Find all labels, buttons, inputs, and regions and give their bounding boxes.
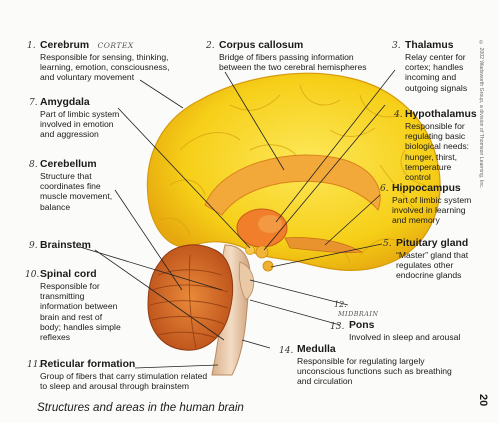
hypothalamus-title: Hypothalamus	[405, 109, 477, 120]
cerebellum-title: Cerebellum	[40, 159, 97, 170]
corpus-callosum-number: 2.	[206, 41, 215, 51]
cerebellum-label: Cerebellum Structure that coordinates fi…	[40, 159, 135, 212]
cerebellum-desc-3: muscle movement,	[40, 191, 112, 201]
cerebrum-annotation: CORTEX	[97, 41, 133, 50]
pituitary-desc-1: “Master” gland that	[396, 250, 468, 260]
amygdala-desc-3: and aggression	[40, 129, 99, 139]
pituitary-desc-2: regulates other	[396, 260, 453, 270]
reticular-label: Reticular formation Group of fibers that…	[40, 359, 240, 391]
pons-label: Pons Involved in sleep and arousal	[349, 320, 489, 342]
brainstem-label: Brainstem	[40, 240, 91, 252]
spinal-cord-label: Spinal cord Responsible for transmitting…	[40, 269, 140, 342]
brainstem-number: 9.	[29, 241, 38, 251]
hypothalamus-number: 4.	[394, 110, 403, 120]
page-number: 20	[477, 394, 489, 406]
spinal-cord-number: 10.	[25, 270, 39, 280]
hippocampus-title: Hippocampus	[392, 183, 461, 194]
spinal-cord-desc-5: body; handles simple	[40, 322, 121, 332]
brainstem-title: Brainstem	[40, 240, 91, 251]
medulla-desc-1: Responsible for regulating largely	[297, 356, 425, 366]
hypothalamus-desc-3: biological needs:	[405, 141, 469, 151]
hypothalamus-desc-4: hunger, thirst,	[405, 152, 457, 162]
thalamus-desc-2: cortex; handles	[405, 62, 463, 72]
pons-title: Pons	[349, 320, 374, 331]
pituitary-label: Pituitary gland “Master” gland that regu…	[396, 238, 496, 281]
corpus-callosum-desc-2: between the two cerebral hemispheres	[219, 62, 367, 72]
figure-caption: Structures and areas in the human brain	[37, 401, 244, 414]
spinal-cord-desc-3: information between	[40, 301, 117, 311]
reticular-desc-2: to sleep and arousal through brainstem	[40, 381, 189, 391]
hypothalamus-label: Hypothalamus Responsible for regulating …	[405, 109, 481, 182]
spinal-cord-desc-4: brain and rest of	[40, 312, 102, 322]
midbrain-number: 12.	[334, 300, 347, 309]
thalamus-title: Thalamus	[405, 40, 454, 51]
corpus-callosum-title: Corpus callosum	[219, 40, 303, 51]
cerebrum-title: Cerebrum	[40, 40, 89, 51]
medulla-number: 14.	[279, 346, 293, 356]
spinal-cord-desc-2: transmitting	[40, 291, 84, 301]
medulla-desc-3: and circulation	[297, 376, 352, 386]
cerebellum-desc-2: coordinates fine	[40, 181, 101, 191]
amygdala-shape	[246, 246, 255, 255]
hippocampus-number: 6.	[380, 184, 389, 194]
spinal-cord-desc-6: reflexes	[40, 332, 70, 342]
hypothalamus-desc-5: temperature	[405, 162, 451, 172]
cerebellum-desc-4: balance	[40, 202, 70, 212]
copyright-notice: © 2002 Wadsworth Group, a division of Th…	[478, 40, 484, 188]
spinal-cord-desc-1: Responsible for	[40, 281, 100, 291]
amygdala-desc-2: involved in emotion	[40, 119, 114, 129]
spinal-cord-title: Spinal cord	[40, 269, 97, 280]
corpus-callosum-desc-1: Bridge of fibers passing information	[219, 52, 354, 62]
cerebellum-number: 8.	[29, 160, 38, 170]
pituitary-title: Pituitary gland	[396, 238, 468, 249]
medulla-desc-2: unconscious functions such as breathing	[297, 366, 452, 376]
cerebellum-desc-1: Structure that	[40, 171, 92, 181]
amygdala-desc-1: Part of limbic system	[40, 109, 119, 119]
thalamus-desc-4: outgoing signals	[405, 83, 467, 93]
cerebrum-number: 1.	[27, 41, 36, 51]
pituitary-desc-3: endocrine glands	[396, 270, 461, 280]
amygdala-title: Amygdala	[40, 97, 90, 108]
midbrain-annotation: MIDBRAIN	[338, 310, 378, 318]
hypothalamus-desc-2: regulating basic	[405, 131, 465, 141]
thalamus-number: 3.	[392, 41, 401, 51]
pituitary-shape	[263, 261, 273, 271]
medulla-label: Medulla Responsible for regulating large…	[297, 344, 477, 387]
pons-desc-1: Involved in sleep and arousal	[349, 332, 460, 342]
amygdala-number: 7.	[29, 98, 38, 108]
hippocampus-desc-3: and memory	[392, 215, 440, 225]
cerebrum-desc-1: Responsible for sensing, thinking,	[40, 52, 169, 62]
hippocampus-desc-1: Part of limbic system	[392, 195, 471, 205]
reticular-title: Reticular formation	[40, 359, 135, 370]
amygdala-label: Amygdala Part of limbic system involved …	[40, 97, 150, 140]
reticular-desc-1: Group of fibers that carry stimulation r…	[40, 371, 207, 381]
medulla-title: Medulla	[297, 344, 336, 355]
cerebrum-label: Cerebrum CORTEX Responsible for sensing,…	[40, 40, 200, 83]
corpus-callosum-label: Corpus callosum Bridge of fibers passing…	[219, 40, 389, 72]
thalamus-desc-3: incoming and	[405, 72, 456, 82]
pituitary-number: 5.	[383, 239, 392, 249]
hypothalamus-desc-1: Responsible for	[405, 121, 465, 131]
hypothalamus-desc-6: control	[405, 172, 431, 182]
thalamus-desc-1: Relay center for	[405, 52, 466, 62]
cerebrum-desc-3: and voluntary movement	[40, 72, 134, 82]
cerebrum-desc-2: learning, emotion, consciousness,	[40, 62, 169, 72]
hippocampus-desc-2: involved in learning	[392, 205, 466, 215]
hippocampus-label: Hippocampus Part of limbic system involv…	[392, 183, 492, 226]
thalamus-label: Thalamus Relay center for cortex; handle…	[405, 40, 477, 93]
pons-number: 13.	[330, 322, 344, 332]
